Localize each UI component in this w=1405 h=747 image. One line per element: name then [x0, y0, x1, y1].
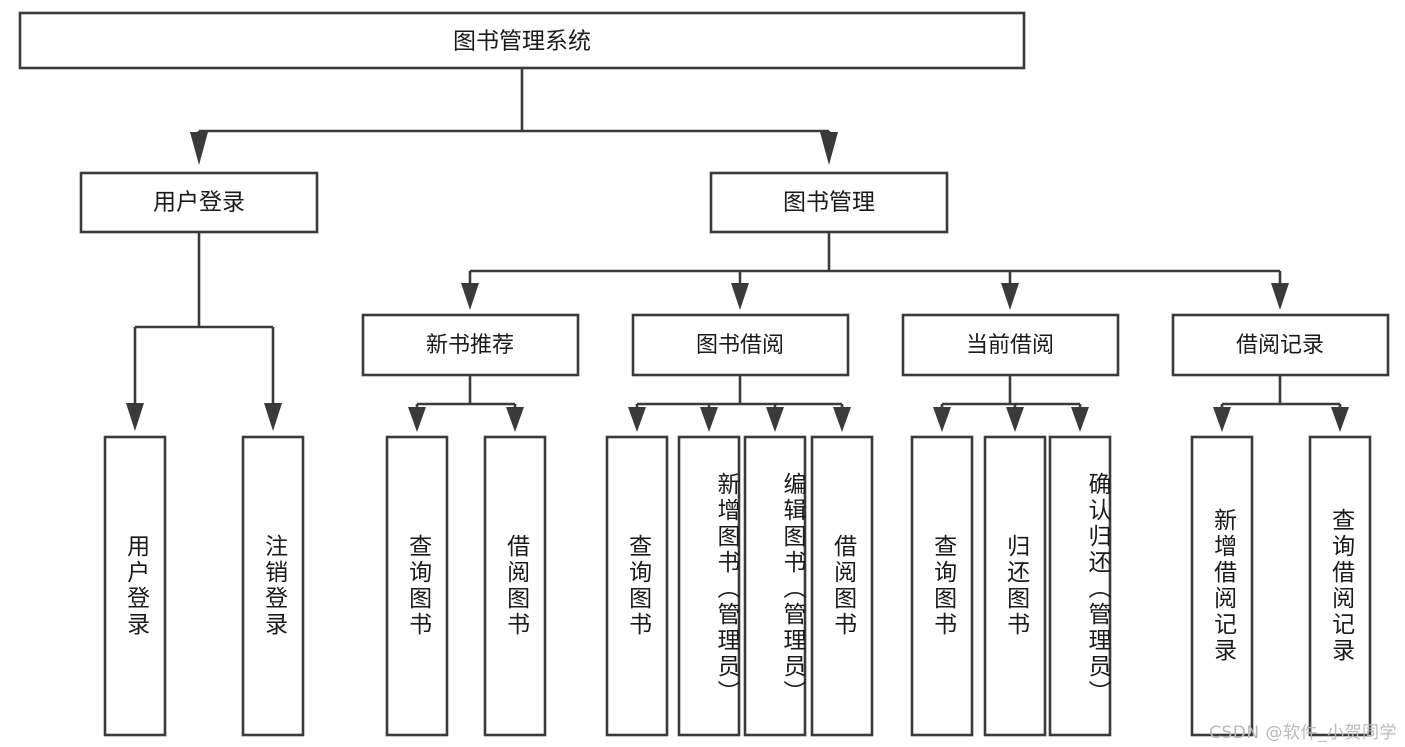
- node-book-borrow-label: 图书借阅: [696, 333, 784, 358]
- node-borrow-record-rect[interactable]: [1171, 313, 1390, 377]
- node-leaf-return-book-rect[interactable]: [983, 435, 1047, 737]
- arrow-head-leaf-edit-book: [766, 407, 784, 432]
- arrow-head-borrow-record: [1271, 283, 1289, 310]
- node-current-borrow[interactable]: 当前借阅: [901, 313, 1120, 377]
- arrow-head-current-borrow: [1001, 283, 1019, 310]
- arrow-head-leaf-add-book: [700, 407, 718, 432]
- arrow-head-book-borrow: [731, 283, 749, 310]
- connector-layer: [126, 68, 1349, 432]
- node-borrow-record[interactable]: 借阅记录: [1171, 313, 1390, 377]
- node-book-management-label: 图书管理: [783, 190, 875, 216]
- node-leaf-borrow-book-2-rect[interactable]: [810, 435, 874, 737]
- node-root-rect[interactable]: [18, 11, 1026, 70]
- node-book-management[interactable]: 图书管理: [709, 171, 949, 234]
- node-root[interactable]: 图书管理系统: [18, 11, 1026, 70]
- node-user-login-label: 用户登录: [153, 190, 245, 216]
- node-borrow-record-label: 借阅记录: [1236, 333, 1324, 358]
- node-book-management-rect[interactable]: [709, 171, 949, 234]
- node-leaf-query-borrow-record-rect[interactable]: [1308, 435, 1372, 737]
- node-book-borrow[interactable]: 图书借阅: [631, 313, 850, 377]
- node-root-label: 图书管理系统: [453, 29, 591, 55]
- node-leaf-add-borrow-record-rect[interactable]: [1190, 435, 1254, 737]
- node-leaf-add-book-rect[interactable]: [677, 435, 741, 737]
- node-leaf-query-book-3-rect[interactable]: [910, 435, 974, 737]
- arrow-head-new-book-recommend: [461, 283, 479, 310]
- csdn-watermark: CSDN @软件_小贺同学: [1209, 723, 1397, 743]
- node-new-book-recommend-label: 新书推荐: [426, 333, 514, 358]
- node-leaf-query-book-1-rect[interactable]: [385, 435, 449, 737]
- arrow-head-leaf-user-logout: [264, 403, 282, 431]
- arrow-head-user-login: [190, 132, 208, 165]
- arrow-head-leaf-return-book: [1006, 407, 1024, 432]
- node-leaf-user-logout-rect[interactable]: [241, 435, 305, 737]
- node-current-borrow-label: 当前借阅: [966, 333, 1054, 358]
- arrow-head-book-management: [820, 132, 838, 165]
- node-new-book-recommend[interactable]: 新书推荐: [361, 313, 580, 377]
- node-leaf-borrow-book-1-rect[interactable]: [483, 435, 547, 737]
- arrow-head-leaf-borrow-book-2: [833, 407, 851, 432]
- arrow-head-leaf-borrow-book-1: [506, 407, 524, 432]
- node-book-borrow-rect[interactable]: [631, 313, 850, 377]
- arrow-head-leaf-query-book-2: [628, 407, 646, 432]
- node-user-login[interactable]: 用户登录: [79, 171, 319, 234]
- node-layer: 图书管理系统 用户登录 图书管理 新书推荐 图书借阅 当前: [18, 11, 1390, 737]
- node-leaf-query-book-2-rect[interactable]: [605, 435, 669, 737]
- node-leaf-user-login-rect[interactable]: [103, 435, 167, 737]
- node-leaf-edit-book-rect[interactable]: [743, 435, 807, 737]
- node-current-borrow-rect[interactable]: [901, 313, 1120, 377]
- arrow-head-leaf-add-borrow-record: [1213, 407, 1231, 432]
- arrow-head-leaf-query-book-3: [933, 407, 951, 432]
- arrow-head-leaf-query-borrow-record: [1331, 407, 1349, 432]
- node-user-login-rect[interactable]: [79, 171, 319, 234]
- arrow-head-leaf-confirm-return: [1071, 407, 1089, 432]
- arrow-head-leaf-query-book-1: [408, 407, 426, 432]
- node-leaf-confirm-return-rect[interactable]: [1048, 435, 1112, 737]
- arrow-head-leaf-user-login: [126, 403, 144, 431]
- node-new-book-recommend-rect[interactable]: [361, 313, 580, 377]
